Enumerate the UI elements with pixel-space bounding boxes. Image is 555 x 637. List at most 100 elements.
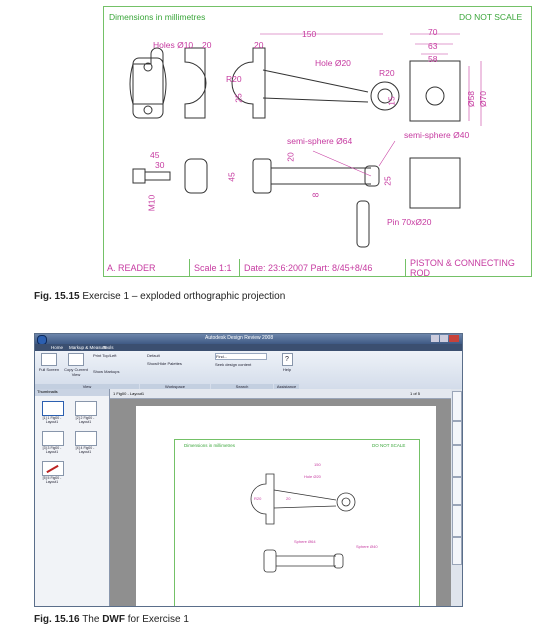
copy-view-button[interactable]: Copy Current View <box>62 353 90 377</box>
minimize-button[interactable] <box>431 335 439 342</box>
palette-tab-1[interactable] <box>452 391 462 421</box>
group-assistance: Assistance <box>274 384 299 389</box>
piston-hole-top <box>143 62 153 72</box>
label-r20-a: R20 <box>226 74 242 84</box>
palette-tab-2[interactable] <box>452 421 462 445</box>
label-holes-dia10: Holes Ø10 <box>153 40 194 50</box>
palette-tab-3[interactable] <box>452 445 462 477</box>
caption-number: Fig. 15.15 <box>34 291 80 302</box>
viewer-tab[interactable]: 1 Fig00 - Layout1 <box>113 391 145 396</box>
thumbnail-1[interactable] <box>42 401 64 416</box>
thumbnail-label-5: [5] 5 Fig00 - Layout1 <box>42 476 62 484</box>
thumbnail-4[interactable] <box>75 431 97 446</box>
window-title: Autodesk Design Review 2008 <box>205 335 274 341</box>
find-input[interactable]: Find... <box>215 353 267 360</box>
title-name: PISTON & CONNECTING ROD <box>410 258 515 278</box>
maximize-button[interactable] <box>440 335 448 342</box>
cylinder-square <box>409 60 461 122</box>
show-markups-checkbox[interactable]: Show Markups <box>93 369 120 374</box>
label-25-b: 25 <box>382 176 393 186</box>
thumbnail-label-3: [3] 3 Fig00 - Layout1 <box>42 446 62 454</box>
print-top-button[interactable]: Print Top/Left <box>93 353 117 358</box>
title-bar: Autodesk Design Review 2008 <box>35 334 462 345</box>
palette-tab-6[interactable] <box>452 537 462 565</box>
close-button[interactable] <box>449 335 459 342</box>
thumbnail-label-1: [1] 1 Fig00 - Layout1 <box>42 416 62 424</box>
sheet-frame <box>174 439 420 606</box>
piston-front-a <box>184 47 207 119</box>
label-pin: Pin 70xØ20 <box>387 217 432 227</box>
sheet-hole: Hole Ø20 <box>304 474 321 479</box>
caption-pre: The <box>82 614 103 625</box>
caption-fig-15-16: Fig. 15.16 The DWF for Exercise 1 <box>34 614 189 625</box>
label-45-a: 45 <box>150 150 160 160</box>
group-workspace: Workspace <box>140 384 210 389</box>
caption-text: Exercise 1 – exploded orthographic proje… <box>82 291 286 302</box>
title-scale: Scale 1:1 <box>190 259 240 277</box>
tab-tools[interactable]: Tools <box>103 345 114 350</box>
cylinder-bore <box>425 86 445 106</box>
title-date-part: Date: 23:6:2007 Part: 8/45+8/46 <box>240 259 406 277</box>
thumbnail-5-drawing <box>46 464 59 474</box>
thumbnail-3[interactable] <box>42 431 64 446</box>
label-dia58: Ø58 <box>466 90 477 108</box>
sheet-20: 20 <box>286 496 291 501</box>
header-do-not-scale: DO NOT SCALE <box>459 12 523 22</box>
thumbnails-panel: Thumbnails [1] 1 Fig00 - Layout1 [2] 2 F… <box>35 389 110 606</box>
conrod-lower <box>271 167 371 185</box>
help-button[interactable]: ? Help <box>280 353 294 372</box>
palette-tab-5[interactable] <box>452 505 462 537</box>
label-70: 70 <box>428 27 438 37</box>
label-45-b: 45 <box>226 172 237 182</box>
thumbnail-5[interactable] <box>42 461 64 476</box>
cylinder-lower <box>409 157 461 209</box>
label-semi-sphere-64: semi-sphere Ø64 <box>287 136 353 146</box>
label-15: 15 <box>386 96 397 106</box>
thumbnails-title: Thumbnails <box>35 389 109 396</box>
piston-lower-b <box>252 158 272 194</box>
sheet-drawing <box>250 473 356 573</box>
tab-home[interactable]: Home <box>51 345 64 350</box>
viewer-toolbar: 1 Fig00 - Layout1 1 of 5 <box>110 389 451 399</box>
conrod-body <box>262 69 369 103</box>
palette-tabs <box>451 389 462 606</box>
ribbon: Full Screen Copy Current View Print Top/… <box>35 351 462 390</box>
thumbnail-label-2: [2] 2 Fig00 - Layout1 <box>75 416 95 424</box>
full-screen-button[interactable]: Full Screen <box>38 353 60 372</box>
ribbon-tabs: Home Markup & Measure Tools <box>35 344 462 351</box>
piston-hole-bottom <box>143 105 153 115</box>
palette-tab-4[interactable] <box>452 477 462 505</box>
label-hole-dia20: Hole Ø20 <box>315 58 351 68</box>
caption-post: for Exercise 1 <box>124 614 189 625</box>
default-dropdown[interactable]: Default <box>147 353 160 358</box>
seek-button[interactable]: Seek design content <box>215 362 252 367</box>
label-20-b: 20 <box>254 40 264 50</box>
tab-markup[interactable]: Markup & Measure <box>69 345 108 350</box>
sheet-header-right: DO NOT SCALE <box>372 443 406 448</box>
bolt-head <box>132 168 146 184</box>
copy-view-icon <box>68 353 84 366</box>
label-25-a: 25 <box>233 93 244 103</box>
design-review-window: Autodesk Design Review 2008 Home Markup … <box>34 333 463 607</box>
header-dimensions: Dimensions in millimetres <box>109 12 206 22</box>
label-semi-sphere-40: semi-sphere Ø40 <box>404 130 470 140</box>
drawing-frame <box>103 6 532 277</box>
label-63: 63 <box>428 41 438 51</box>
title-author: A. READER <box>103 259 190 277</box>
conrod-eye <box>370 81 400 111</box>
label-58: 58 <box>428 54 438 64</box>
sheet-header-left: Dimensions in millimetres <box>184 443 236 448</box>
sheet-r20: R20 <box>254 496 262 501</box>
group-view: View <box>35 384 139 389</box>
canvas-viewer[interactable]: 1 Fig00 - Layout1 1 of 5 Dimensions in m… <box>110 389 451 606</box>
sheet-sphere-64: Sphere Ø64 <box>294 539 316 544</box>
group-search: Search <box>211 384 273 389</box>
orthographic-drawing <box>129 33 482 248</box>
caption-fig-15-15: Fig. 15.15 Exercise 1 – exploded orthogr… <box>34 291 285 302</box>
pin <box>356 200 370 248</box>
piston-side <box>132 57 164 119</box>
label-20-a: 20 <box>202 40 212 50</box>
thumbnail-2[interactable] <box>75 401 97 416</box>
label-dia70: Ø70 <box>478 90 489 108</box>
show-hide-palettes-button[interactable]: Show/Hide Palettes <box>147 361 182 366</box>
